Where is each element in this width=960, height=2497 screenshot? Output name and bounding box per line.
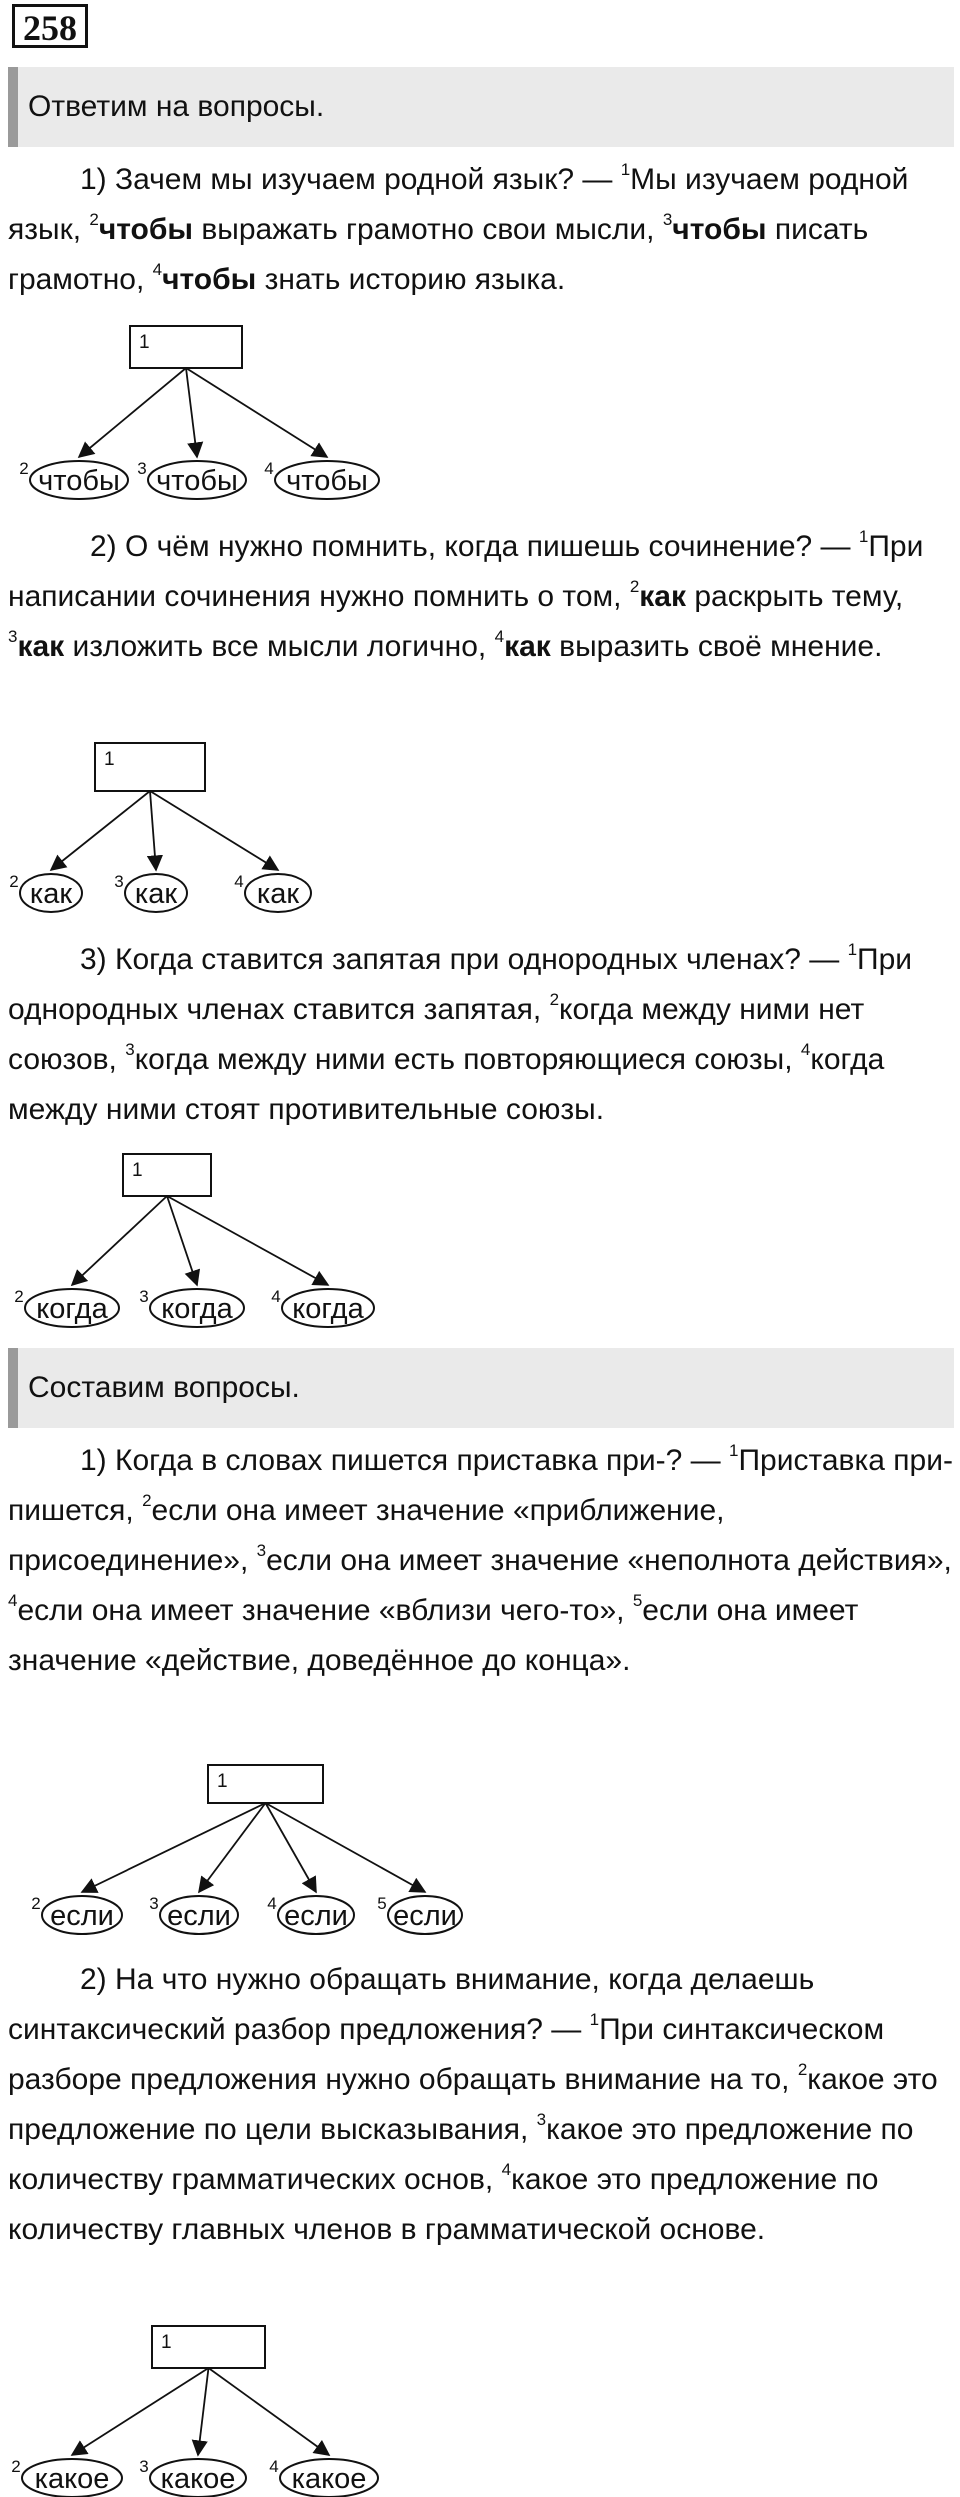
branch-arrow	[49, 790, 151, 872]
root-number: 1	[132, 1160, 143, 1181]
leaf-word: какое	[35, 2463, 110, 2495]
leaf-ellipse	[149, 1288, 245, 1328]
leaf-number: 2	[9, 872, 18, 891]
branch-arrow	[166, 1195, 330, 1286]
root-box	[122, 1153, 212, 1197]
leaf-ellipse	[21, 2458, 123, 2497]
section-header-answer: Ответим на вопросы.	[8, 67, 954, 147]
leaf-ellipse	[147, 460, 247, 500]
root-number: 1	[161, 2332, 172, 2353]
leaf-number: 4	[267, 1894, 276, 1913]
leaf-ellipse	[279, 2458, 379, 2497]
leaf-ellipse	[19, 873, 83, 913]
branch-arrow	[70, 1195, 168, 1287]
leaf-number: 2	[19, 459, 28, 478]
leaf-number: 3	[139, 2457, 148, 2476]
branch-arrow	[149, 790, 280, 871]
branch-arrow	[185, 367, 329, 458]
answer-paragraph-1: 1) Зачем мы изучаем родной язык? — 1Мы и…	[8, 160, 909, 296]
leaf-number: 3	[137, 459, 146, 478]
leaf-word: когда	[292, 1293, 364, 1325]
branch-arrow	[146, 790, 163, 872]
leaf-word: чтобы	[286, 465, 368, 497]
leaf-ellipse	[124, 873, 188, 913]
leaf-word: какое	[292, 2463, 367, 2495]
leaf-ellipse	[149, 2458, 247, 2497]
root-number: 1	[217, 1771, 228, 1792]
branch-arrow	[77, 367, 187, 459]
leaf-number: 2	[14, 1287, 23, 1306]
branch-arrow	[191, 2367, 210, 2457]
leaf-number: 4	[234, 872, 243, 891]
diagram-4: 1 2 если 3 если 4 если 5 если	[31, 1764, 463, 1935]
leaf-word: чтобы	[156, 465, 238, 497]
diagram-1: 1 2 чтобы 3 чтобы 4 чтобы	[19, 325, 380, 500]
leaf-word: если	[50, 1900, 114, 1932]
leaf-word: как	[30, 878, 72, 910]
leaf-number: 4	[271, 1287, 280, 1306]
task-number: 258	[12, 4, 88, 48]
diagram-2: 1 2 как 3 как 4 как	[9, 742, 312, 913]
leaf-ellipse	[281, 1288, 375, 1328]
compose-paragraph-2: 2) На что нужно обращать внимание, когда…	[8, 1963, 938, 2246]
branch-arrow	[207, 2367, 331, 2456]
branch-arrow	[264, 1802, 317, 1894]
leaf-number: 3	[139, 1287, 148, 1306]
leaf-word: когда	[161, 1293, 233, 1325]
leaf-ellipse	[29, 460, 129, 500]
branch-arrow	[80, 1802, 266, 1893]
leaf-number: 5	[377, 1894, 386, 1913]
leaf-number: 3	[149, 1894, 158, 1913]
diagram-5: 1 2 какое 3 какое 4 какое	[11, 2325, 379, 2497]
leaf-word: если	[284, 1900, 348, 1932]
leaf-number: 3	[114, 872, 123, 891]
branch-arrow	[265, 1802, 427, 1893]
leaf-word: как	[257, 878, 299, 910]
leaf-ellipse	[24, 1288, 120, 1328]
leaf-ellipse	[387, 1895, 463, 1935]
branch-arrow	[70, 2367, 209, 2456]
leaf-word: когда	[36, 1293, 108, 1325]
leaf-number: 2	[11, 2457, 20, 2476]
leaf-word: если	[167, 1900, 231, 1932]
leaf-number: 4	[269, 2457, 278, 2476]
leaf-number: 2	[31, 1894, 40, 1913]
branch-arrow	[185, 367, 204, 459]
root-box	[129, 325, 243, 369]
leaf-ellipse	[159, 1895, 239, 1935]
leaf-word: как	[135, 878, 177, 910]
root-number: 1	[139, 332, 150, 353]
compose-paragraph-1: 1) Когда в словах пишется приставка при-…	[8, 1441, 953, 1677]
leaf-word: чтобы	[38, 465, 120, 497]
answer-paragraph-2: 2) О чём нужно помнить, когда пишешь соч…	[8, 527, 924, 663]
leaf-word: какое	[161, 2463, 236, 2495]
leaf-word: если	[393, 1900, 457, 1932]
leaf-ellipse	[41, 1895, 123, 1935]
answer-paragraph-3: 3) Когда ставится запятая при однородных…	[8, 940, 913, 1126]
leaf-number: 4	[264, 459, 273, 478]
leaf-ellipse	[277, 1895, 355, 1935]
section-header-compose: Составим вопросы.	[8, 1348, 954, 1428]
leaf-ellipse	[244, 873, 312, 913]
root-number: 1	[104, 749, 115, 770]
diagram-3: 1 2 когда 3 когда 4 когда	[14, 1153, 375, 1328]
branch-arrow	[198, 1802, 267, 1894]
leaf-ellipse	[274, 460, 380, 500]
branch-arrow	[166, 1195, 201, 1287]
